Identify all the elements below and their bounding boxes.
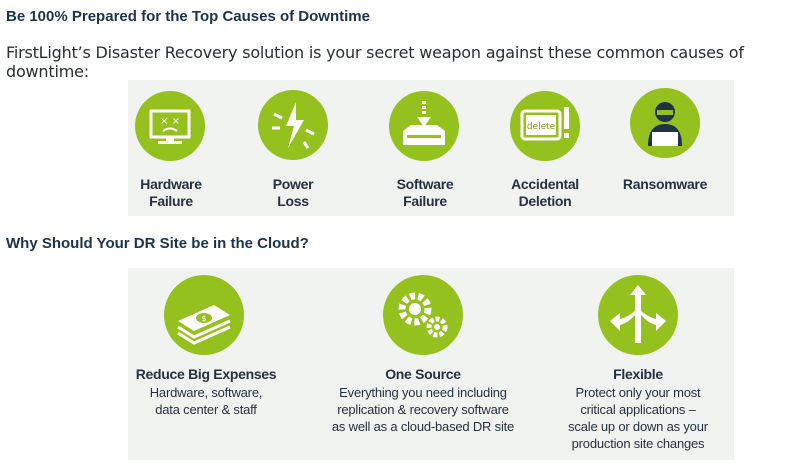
- cause-label-ransomware: Ransomware: [622, 176, 708, 192]
- section-title-downtime: Be 100% Prepared for the Top Causes of D…: [6, 8, 370, 25]
- software-install-icon: [389, 91, 459, 161]
- cloud-benefits-panel: $ Reduce Big Expenses Hardware, software…: [128, 268, 734, 460]
- delete-screen-icon: delete: [510, 91, 580, 161]
- money-stack-icon: $: [164, 275, 244, 355]
- svg-text:× ×: × ×: [160, 116, 180, 127]
- svg-text:delete: delete: [527, 122, 556, 132]
- benefit-title-flexible: Flexible: [613, 366, 663, 382]
- benefit-title-one-source: One Source: [385, 366, 461, 382]
- benefit-title-expenses: Reduce Big Expenses: [135, 366, 277, 382]
- broken-monitor-icon: × ×: [135, 91, 205, 161]
- arrows-split-icon: [598, 275, 678, 355]
- benefit-desc-expenses: Hardware, software,data center & staff: [149, 385, 263, 417]
- section-title-cloud: Why Should Your DR Site be in the Cloud?: [6, 235, 309, 252]
- svg-text:$: $: [201, 314, 206, 323]
- gears-icon: [383, 275, 463, 355]
- hacker-icon: [630, 88, 700, 158]
- power-lightning-icon: [258, 90, 328, 160]
- intro-text: FirstLight’s Disaster Recovery solution …: [6, 43, 744, 81]
